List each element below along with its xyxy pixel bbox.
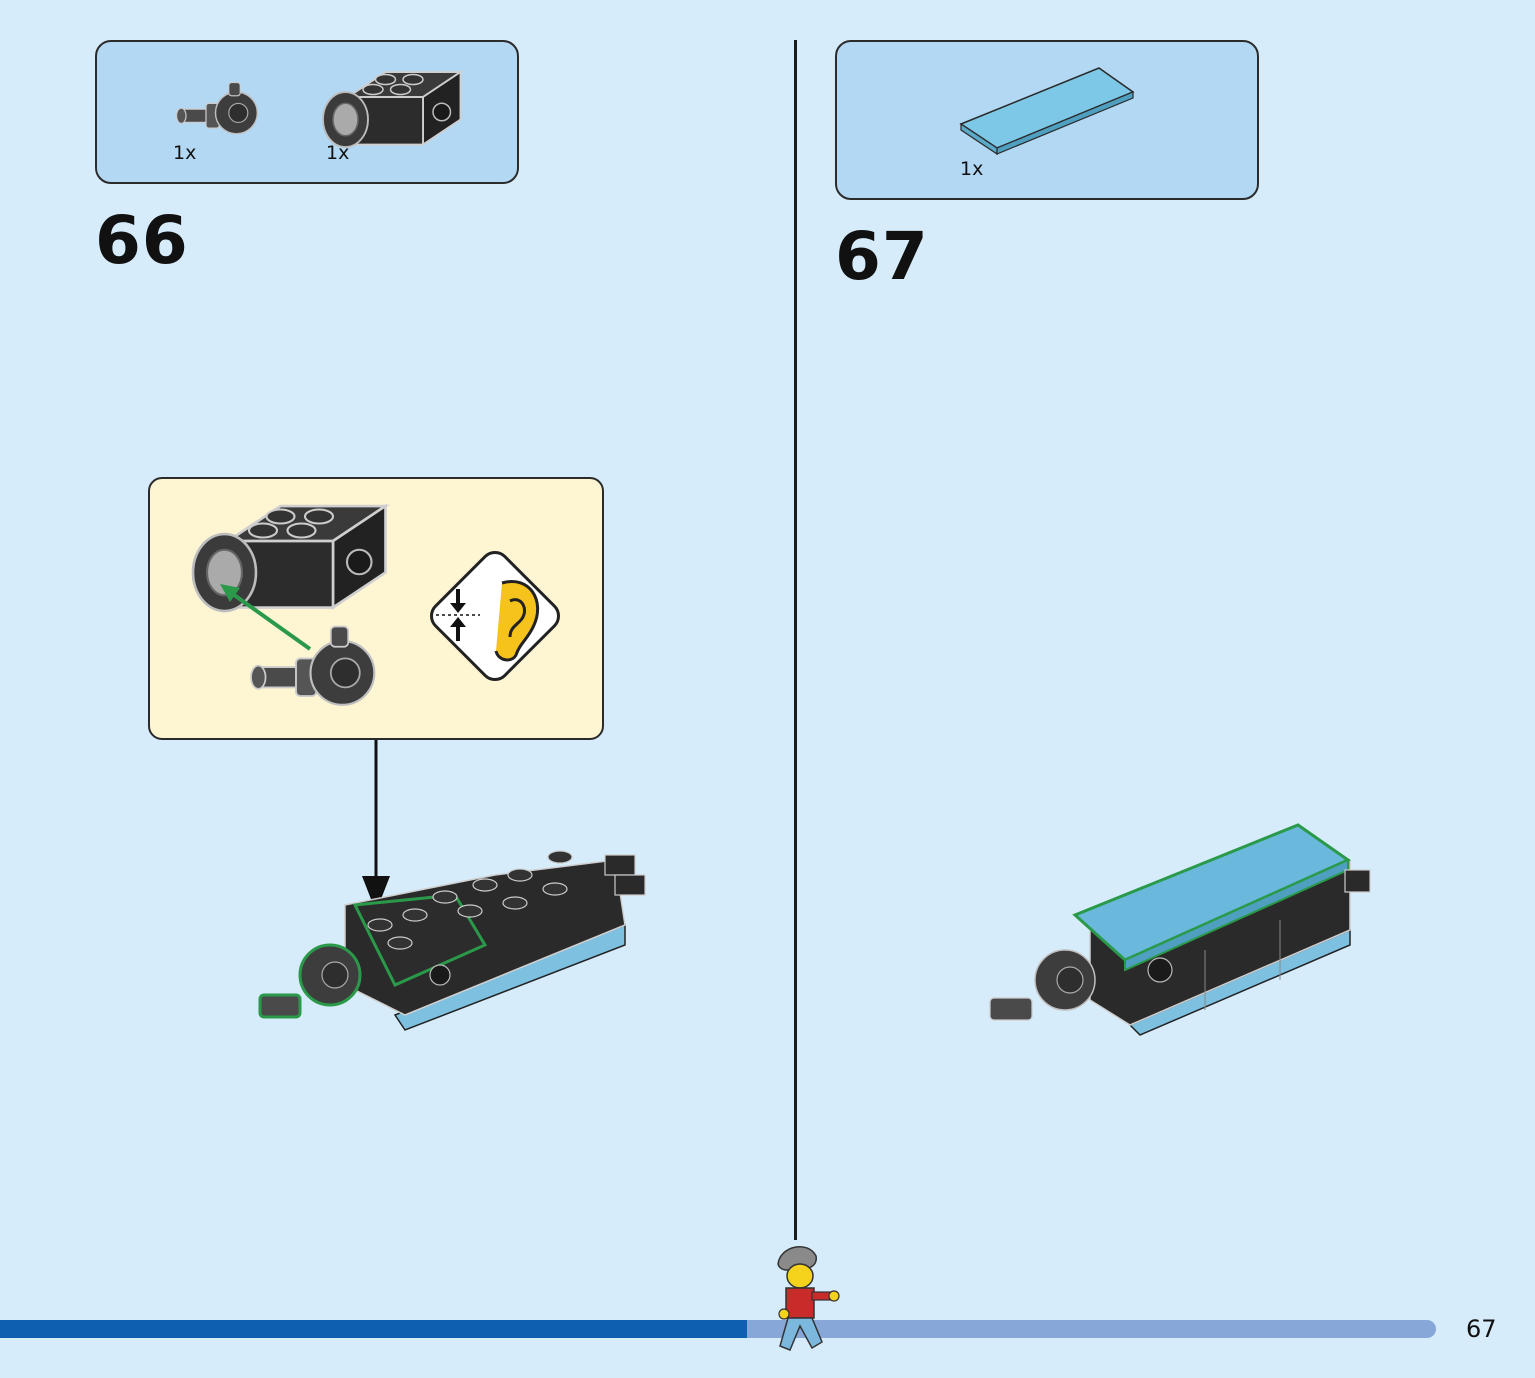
step-number-67: 67 [835, 218, 929, 295]
callout-connector-arrow-icon [362, 740, 390, 912]
part-quantity: 1x [173, 142, 197, 164]
progress-bar-remaining [747, 1320, 1436, 1338]
ball-joint-axle-icon [249, 625, 376, 706]
progress-bar-completed [0, 1320, 747, 1338]
minifigure-icon [777, 1246, 840, 1351]
part-quantity: 1x [326, 142, 350, 164]
brick-with-socket-icon [322, 71, 462, 148]
listen-for-click-icon [430, 551, 560, 681]
sub-assembly-callout [148, 477, 604, 740]
page-number: 67 [1466, 1315, 1497, 1343]
part-quantity: 1x [960, 158, 984, 180]
parts-box-step-66: 1x 1x [95, 40, 519, 184]
step-number-66: 66 [95, 202, 189, 279]
assembly-arrow-icon [220, 584, 312, 651]
parts-box-step-67: 1x [835, 40, 1259, 200]
step-67-model-icon [989, 823, 1371, 1036]
step-66-model-icon [258, 850, 646, 1031]
page-divider [794, 40, 797, 1240]
blue-tile-icon [959, 67, 1135, 156]
